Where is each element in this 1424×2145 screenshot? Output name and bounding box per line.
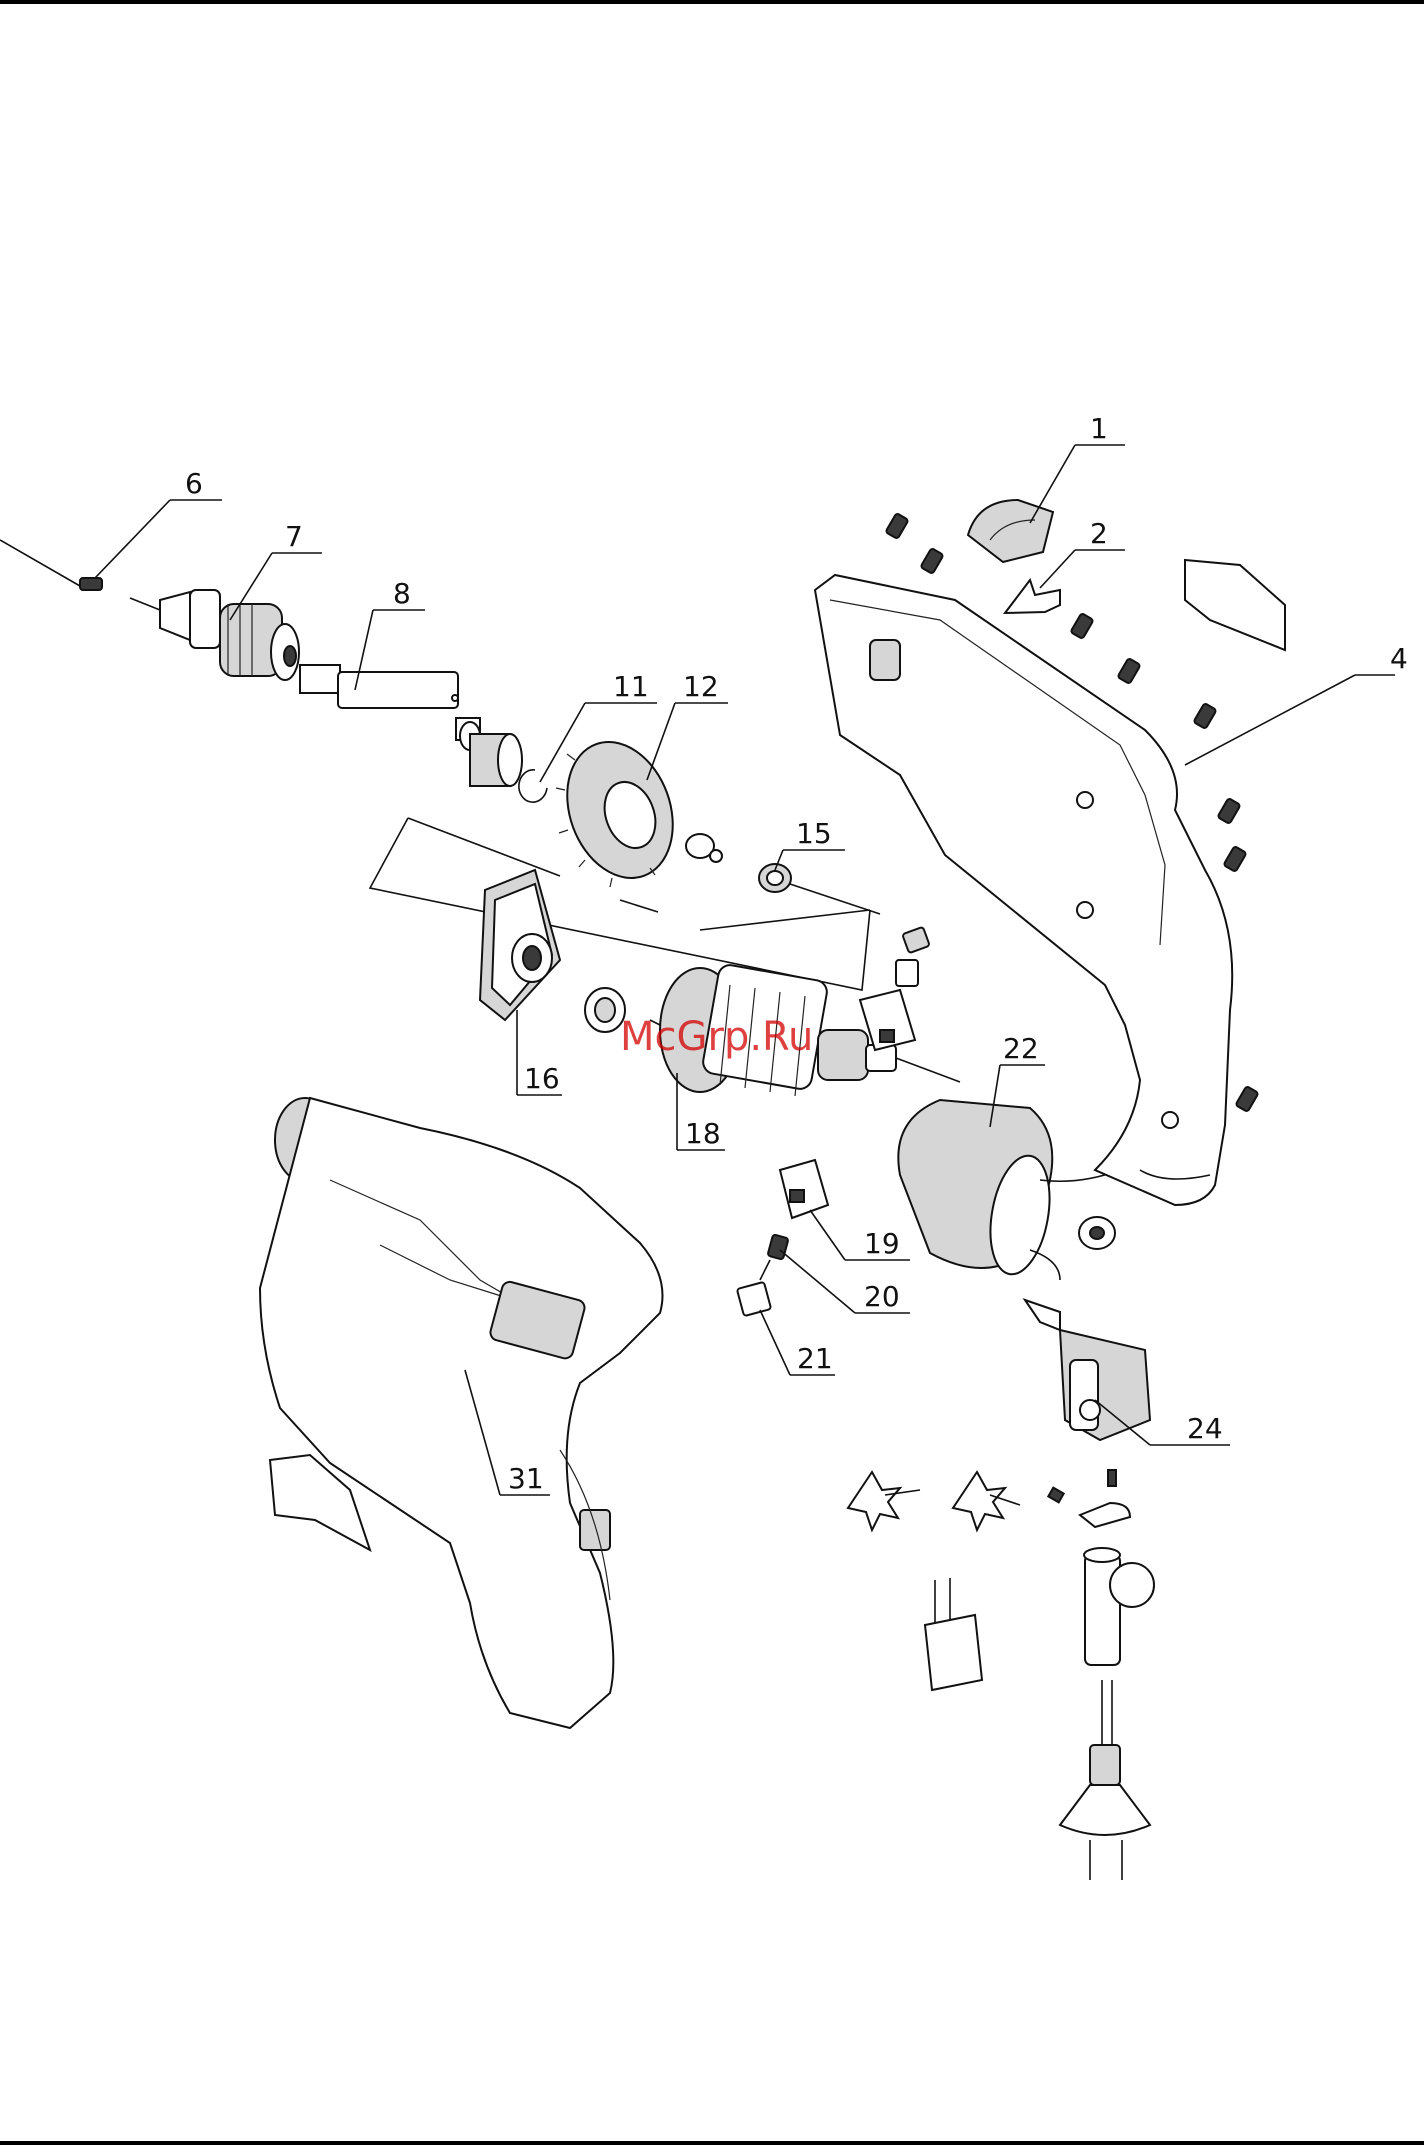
plug-drawing bbox=[1060, 1745, 1150, 1880]
screw-6-drawing bbox=[0, 540, 102, 590]
bearing-plate-16-drawing bbox=[480, 870, 625, 1032]
callout-21: 21 bbox=[797, 1342, 833, 1375]
watermark: McGrp.Ru bbox=[620, 1014, 813, 1060]
assembly-bracket-edge-3 bbox=[700, 910, 870, 930]
brush-holder-19-drawing bbox=[780, 1160, 828, 1218]
callout-20: 20 bbox=[864, 1280, 900, 1313]
gear-12-drawing bbox=[549, 727, 691, 893]
stator-22-drawing bbox=[898, 1100, 1120, 1280]
washer-small-drawing bbox=[710, 850, 722, 862]
spindle-8-drawing bbox=[300, 665, 480, 750]
chuck-7-drawing bbox=[130, 590, 299, 680]
callout-15: 15 bbox=[796, 817, 832, 850]
callout-6: 6 bbox=[185, 467, 203, 500]
assembly-bracket-edge-2 bbox=[620, 900, 658, 912]
label-plate-upper-drawing bbox=[1185, 560, 1285, 650]
capacitor-drawing bbox=[925, 1578, 982, 1690]
callout-2: 2 bbox=[1090, 517, 1108, 550]
callout-31: 31 bbox=[508, 1462, 544, 1495]
callout-24: 24 bbox=[1187, 1412, 1223, 1445]
callout-22: 22 bbox=[1003, 1032, 1039, 1065]
callout-4: 4 bbox=[1390, 642, 1408, 675]
callout-12: 12 bbox=[683, 670, 719, 703]
brush-20-drawing bbox=[760, 1234, 789, 1280]
callout-7: 7 bbox=[285, 520, 303, 553]
switch-24-drawing bbox=[1025, 1300, 1150, 1440]
callout-18: 18 bbox=[685, 1117, 721, 1150]
bushing-11-drawing bbox=[470, 734, 547, 802]
gearshift-knob-1-drawing bbox=[968, 500, 1053, 562]
brush-cap-21-drawing bbox=[737, 1282, 771, 1316]
callout-19: 19 bbox=[864, 1227, 900, 1260]
lever-2-drawing bbox=[1005, 580, 1060, 613]
callout-11: 11 bbox=[613, 670, 649, 703]
cord-sleeve-drawing bbox=[1084, 1548, 1154, 1750]
assembly-bracket-edge bbox=[408, 818, 560, 876]
callout-16: 16 bbox=[524, 1062, 560, 1095]
assembled-drill-31-drawing bbox=[260, 1098, 663, 1728]
spring-15-drawing bbox=[759, 864, 880, 914]
brush-holder-upper-drawing bbox=[860, 927, 930, 1050]
callout-1: 1 bbox=[1090, 412, 1108, 445]
callout-8: 8 bbox=[393, 577, 411, 610]
cord-clamp-drawing bbox=[848, 1470, 1130, 1530]
